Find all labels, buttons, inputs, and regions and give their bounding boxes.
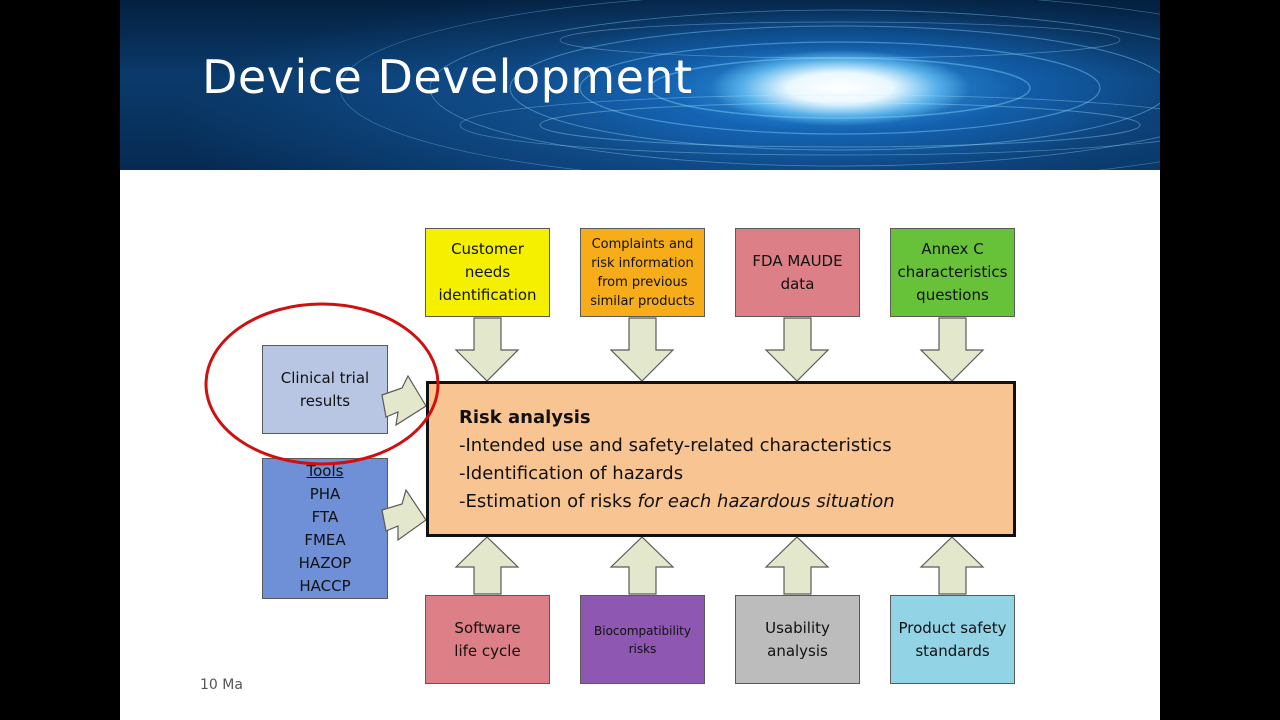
slide-title: Device Development (202, 50, 693, 104)
input-box-label: Annex C characteristics questions (897, 240, 1008, 304)
arrow-right-icon (381, 488, 427, 542)
arrow-up-icon (609, 536, 675, 595)
arrow-down-icon (919, 317, 985, 382)
input-box-biocompatibility: Biocompatibility risks (580, 595, 705, 684)
arrow-up-icon (454, 536, 520, 595)
input-box-label: Biocompatibility risks (594, 623, 691, 656)
tools-item: FMEA (304, 530, 346, 549)
flow-arrows (381, 317, 985, 595)
input-box-clinical-trial: Clinical trial results (262, 345, 388, 434)
arrow-right-icon (381, 374, 427, 427)
input-box-label: Product safety standards (898, 618, 1007, 660)
tools-title: Tools (306, 461, 344, 480)
slide: Device Development Customer needs identi… (120, 0, 1160, 720)
risk-analysis-line-prefix: -Estimation of risks (459, 491, 638, 512)
input-box-product-safety: Product safety standards (890, 595, 1015, 684)
banner-ripples-graphic (339, 0, 1160, 170)
risk-analysis-line: -Identification of hazards (459, 463, 684, 484)
input-box-complaints: Complaints and risk information from pre… (580, 228, 705, 317)
input-box-label: Usability analysis (765, 618, 830, 660)
arrow-down-icon (609, 317, 675, 382)
input-box-customer-needs: Customer needs identification (425, 228, 550, 317)
risk-analysis-line-italic: for each hazardous situation (637, 491, 895, 512)
input-box-software-life-cycle: Software life cycle (425, 595, 550, 684)
arrow-up-icon (764, 536, 830, 595)
risk-analysis-line: -Estimation of risks for each hazardous … (459, 488, 1013, 516)
input-box-label: Customer needs identification (438, 240, 537, 304)
tools-box: Tools PHA FTA FMEA HAZOP HACCP (262, 458, 388, 599)
risk-analysis-heading: Risk analysis (459, 407, 591, 428)
slide-footer: 10 Ma (200, 677, 243, 693)
arrow-down-icon (454, 317, 520, 382)
arrow-up-icon (919, 536, 985, 595)
risk-analysis-box: Risk analysis -Intended use and safety-r… (426, 381, 1016, 537)
input-box-annex-c: Annex C characteristics questions (890, 228, 1015, 317)
arrow-down-icon (764, 317, 830, 382)
input-box-label: Software life cycle (454, 618, 521, 660)
risk-analysis-line: -Intended use and safety-related charact… (459, 435, 892, 456)
input-box-label: Clinical trial results (280, 368, 370, 410)
input-box-fda-maude: FDA MAUDE data (735, 228, 860, 317)
tools-item: FTA (311, 507, 339, 526)
input-box-label: Complaints and risk information from pre… (590, 236, 695, 309)
highlight-circle (204, 302, 440, 466)
tools-item: PHA (309, 484, 341, 503)
tools-item: HACCP (299, 576, 351, 595)
header-banner: Device Development (120, 0, 1160, 170)
input-box-usability: Usability analysis (735, 595, 860, 684)
input-box-label: FDA MAUDE data (752, 251, 843, 293)
tools-item: HAZOP (298, 553, 352, 572)
